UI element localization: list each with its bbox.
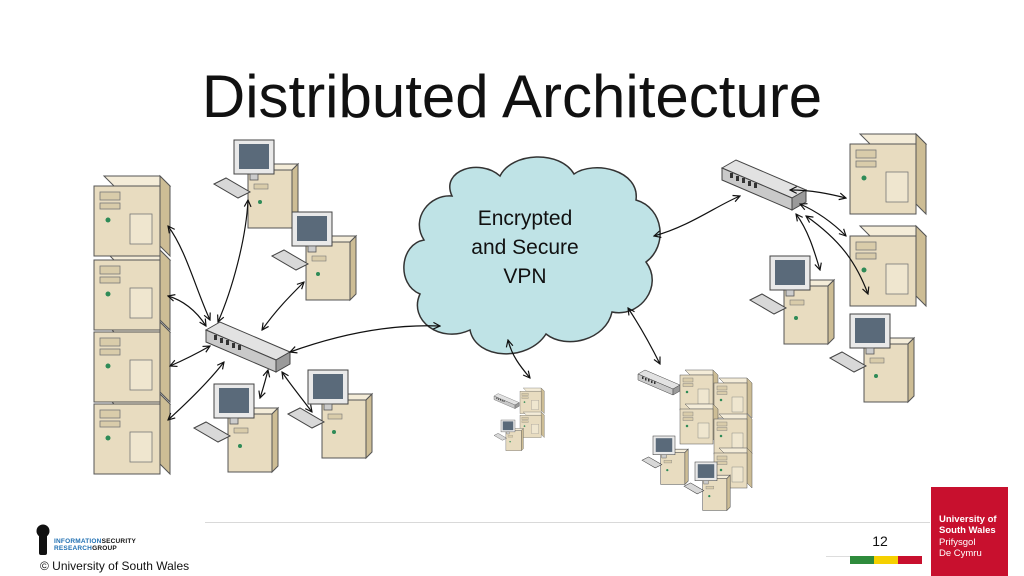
vpn-label-line-1: Encrypted (477, 207, 573, 230)
left-workstation-bottom-a (193, 383, 279, 473)
connection-arrows (168, 190, 868, 420)
vpn-cloud (403, 156, 661, 355)
vpn-cloud-label: Encrypted and Secure VPN (440, 204, 610, 291)
uni-logo-line-2: South Wales (939, 525, 996, 536)
strip-red (898, 556, 922, 564)
left-workstation-top (213, 139, 299, 229)
uni-logo-line-4: De Cymru (939, 548, 982, 559)
information-security-research-group-logo: INFORMATIONSECURITY RESEARCHGROUP (36, 524, 166, 558)
logo-word-security: SECURITY (101, 538, 137, 545)
vpn-label-line-3: VPN (503, 265, 547, 288)
right-switch (721, 159, 807, 211)
vpn-label-line-2: and Secure (471, 236, 579, 259)
slide-title: Distributed Architecture (201, 63, 823, 130)
uni-logo-line-3: Prifysgol (939, 537, 976, 548)
branch-office-cluster (637, 369, 753, 511)
left-switch (205, 321, 291, 373)
strip-yellow (874, 556, 898, 564)
copyright-text: © University of South Wales (40, 559, 190, 573)
left-server-stack (93, 175, 171, 475)
small-branch-cluster (493, 387, 545, 451)
right-workstation-b (829, 313, 915, 403)
logo-word-research: RESEARCH (54, 545, 93, 552)
strip-white (826, 556, 850, 564)
color-strip (826, 556, 922, 564)
uni-logo-line-1: University of (939, 514, 997, 525)
strip-green (850, 556, 874, 564)
logo-word-group: GROUP (92, 545, 117, 552)
right-server-stack (849, 133, 927, 307)
keyhole-icon (36, 524, 50, 555)
page-number: 12 (872, 533, 888, 549)
left-workstation-bottom-b (287, 369, 373, 459)
university-logo: University of South Wales Prifysgol De C… (931, 487, 1008, 576)
right-workstation-a (749, 255, 835, 345)
logo-word-information: INFORMATION (54, 538, 102, 545)
footer-divider (205, 522, 930, 523)
